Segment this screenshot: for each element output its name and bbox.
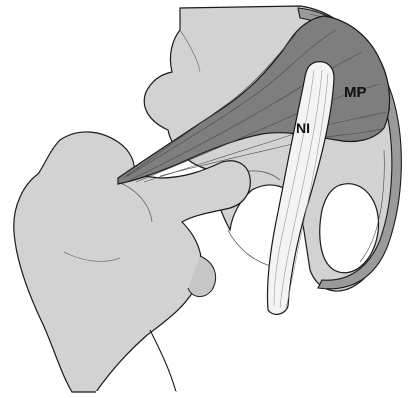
muscle-label: MP — [344, 84, 367, 101]
nerve-label: NI — [296, 120, 310, 136]
